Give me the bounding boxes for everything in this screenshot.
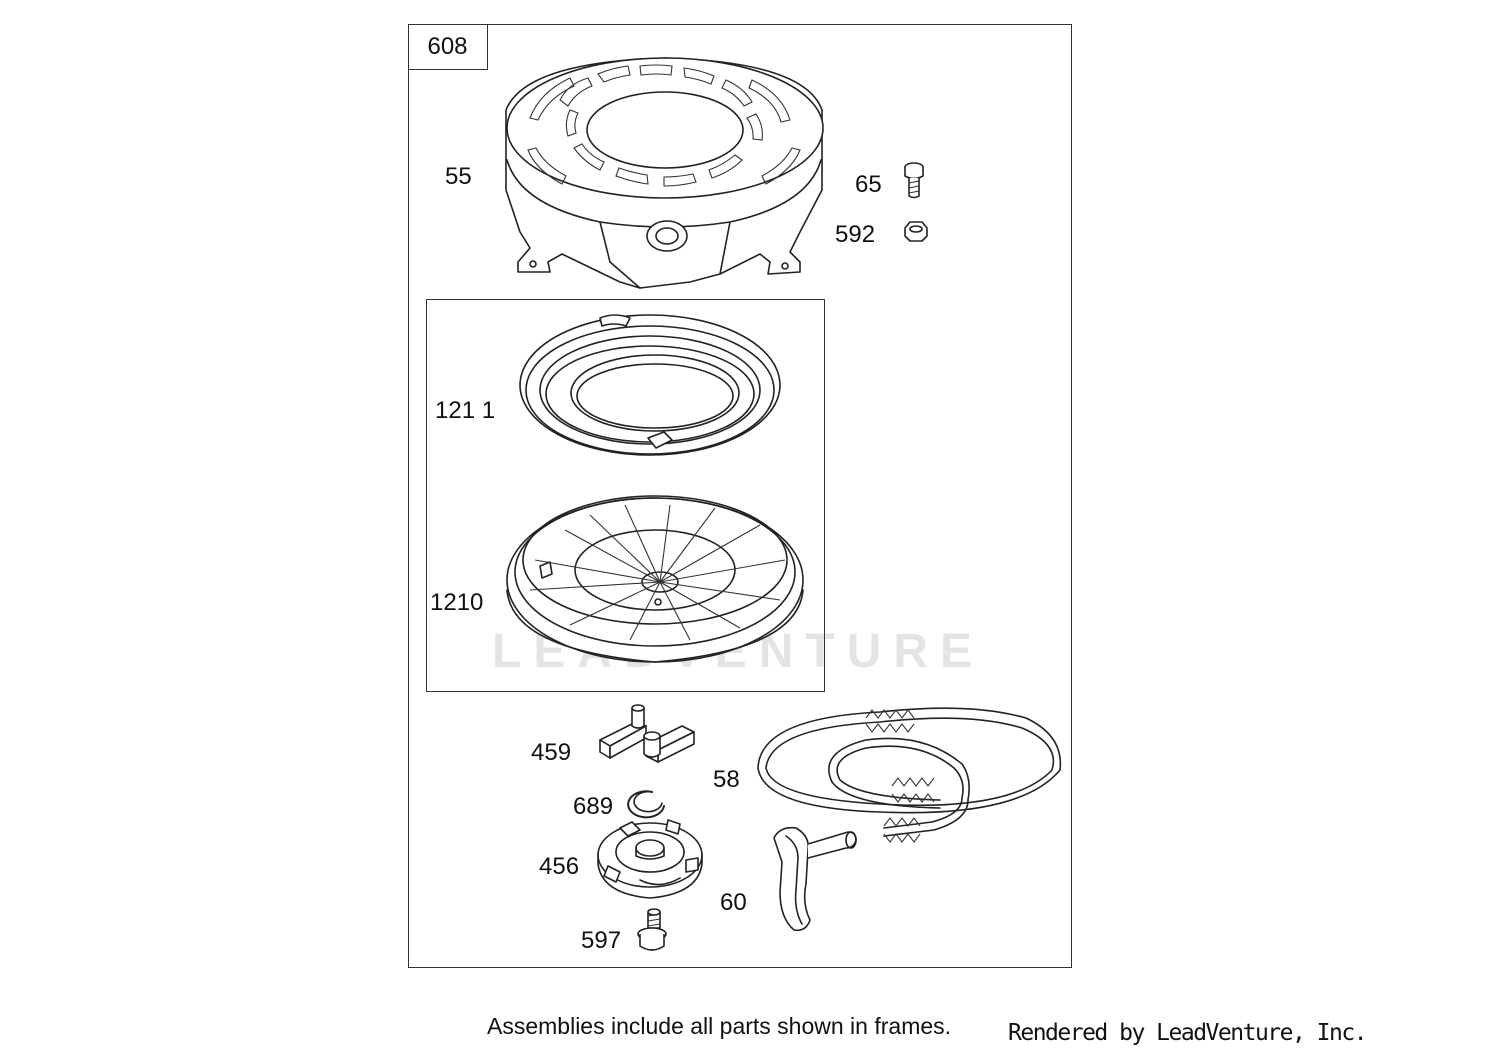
callout-screw: 597 <box>581 927 622 954</box>
callout-nut: 592 <box>835 221 876 248</box>
pawl-drawing <box>599 704 695 763</box>
starter-rope-drawing <box>757 707 1062 843</box>
callout-pulley: 1210 <box>430 589 484 616</box>
assembly-frame <box>408 24 1072 968</box>
callout-bolt: 65 <box>855 171 882 198</box>
starter-handle-drawing <box>773 826 857 932</box>
nut-drawing <box>904 221 928 242</box>
callout-housing: 55 <box>445 163 472 190</box>
pulley-drawing <box>506 495 804 663</box>
callout-rope: 58 <box>713 766 740 793</box>
callout-handle: 60 <box>720 889 747 916</box>
screw-drawing <box>637 908 667 951</box>
assemblies-note: Assemblies include all parts shown in fr… <box>487 1013 952 1039</box>
rewind-spring-drawing <box>519 314 781 456</box>
callout-retainer-ring: 689 <box>573 793 614 820</box>
callout-ratchet: 456 <box>539 853 580 880</box>
render-credit: Rendered by LeadVenture, Inc. <box>1008 1020 1368 1046</box>
bolt-drawing <box>904 162 924 199</box>
ratchet-drawing <box>597 819 703 899</box>
callout-pawl: 459 <box>531 739 572 766</box>
retainer-ring-drawing <box>627 790 665 819</box>
sub-assembly-frame <box>426 299 825 692</box>
callout-rewind-spring: 121 1 <box>435 397 496 424</box>
kit-number-label: 608 <box>408 24 488 70</box>
starter-housing-drawing <box>505 57 824 289</box>
